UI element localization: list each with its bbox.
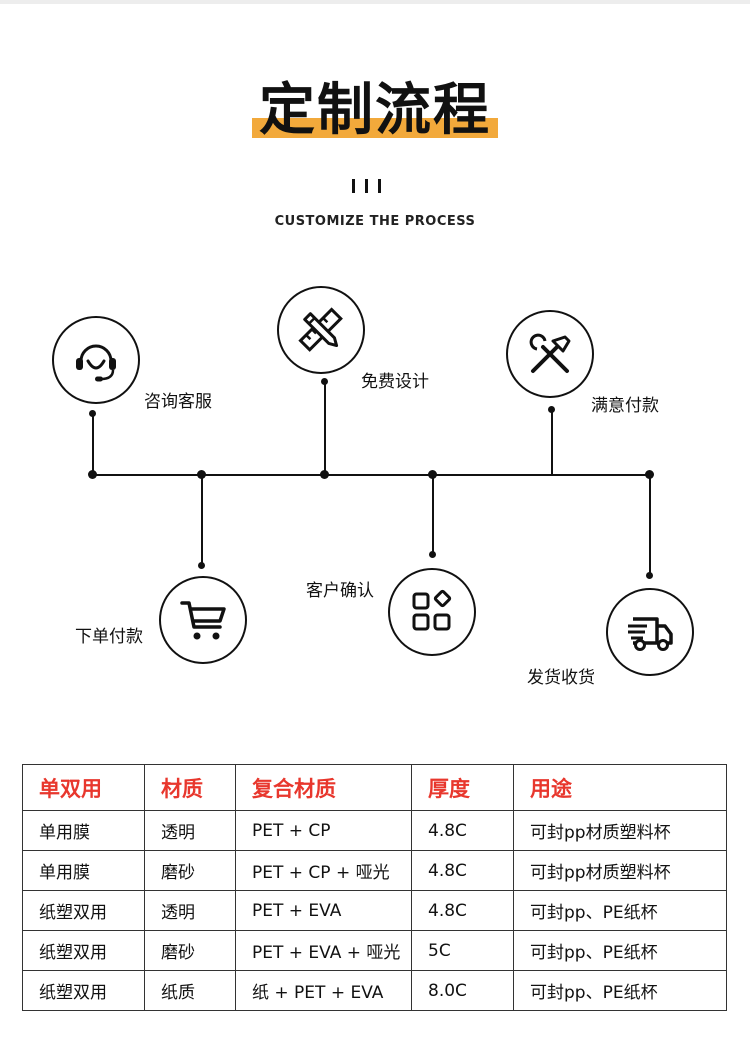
- timeline-bus: [93, 474, 650, 476]
- step-design-circle: [277, 286, 365, 374]
- material-spec-table: 单双用 材质 复合材质 厚度 用途 单用膜 透明 PET + CP 4.8C 可…: [22, 764, 727, 1011]
- table-cell: 纸 + PET + EVA: [235, 970, 412, 1011]
- column-header-composite: 复合材质: [235, 764, 412, 811]
- step-design-label: 免费设计: [361, 372, 429, 392]
- column-header-material: 材质: [144, 764, 236, 811]
- table-cell: 可封pp材质塑料杯: [513, 850, 727, 891]
- table-cell: 单用膜: [22, 810, 145, 851]
- connector-step1: [92, 414, 94, 475]
- stem-end-dot: [321, 378, 328, 385]
- junction-dot: [320, 470, 329, 479]
- table-cell: 可封pp、PE纸杯: [513, 930, 727, 971]
- table-cell: 透明: [144, 890, 236, 931]
- stem-end-dot: [548, 406, 555, 413]
- title-separator-bars: [352, 179, 382, 193]
- table-cell: 4.8C: [411, 890, 514, 931]
- step-payment-label: 满意付款: [591, 396, 659, 416]
- title-block: 定制流程: [0, 78, 750, 148]
- step-shipping-label: 发货收货: [527, 668, 595, 688]
- table-cell: 透明: [144, 810, 236, 851]
- step-order-label: 下单付款: [75, 627, 143, 647]
- table-cell: PET + EVA + 哑光: [235, 930, 412, 971]
- table-cell: PET + CP + 哑光: [235, 850, 412, 891]
- connector-step2: [201, 475, 203, 565]
- junction-dot: [88, 470, 97, 479]
- table-cell: PET + EVA: [235, 890, 412, 931]
- table-cell: 纸塑双用: [22, 930, 145, 971]
- top-divider: [0, 0, 750, 4]
- table-cell: 磨砂: [144, 850, 236, 891]
- delivery-truck-icon: [628, 617, 673, 651]
- column-header-usage-type: 单双用: [22, 764, 145, 811]
- junction-dot: [197, 470, 206, 479]
- table-cell: 8.0C: [411, 970, 514, 1011]
- table-cell: 4.8C: [411, 850, 514, 891]
- connector-step3: [324, 382, 326, 475]
- table-cell: 可封pp、PE纸杯: [513, 970, 727, 1011]
- stem-end-dot: [89, 410, 96, 417]
- table-row: 纸塑双用 透明 PET + EVA 4.8C 可封pp、PE纸杯: [22, 890, 727, 931]
- table-row: 纸塑双用 纸质 纸 + PET + EVA 8.0C 可封pp、PE纸杯: [22, 970, 727, 1011]
- page-title: 定制流程: [259, 78, 491, 143]
- table-cell: 5C: [411, 930, 514, 971]
- stem-end-dot: [646, 572, 653, 579]
- column-header-purpose: 用途: [513, 764, 727, 811]
- headset-icon: [76, 344, 116, 382]
- title-highlight: [252, 118, 498, 138]
- table-row: 纸塑双用 磨砂 PET + EVA + 哑光 5C 可封pp、PE纸杯: [22, 930, 727, 971]
- table-row: 单用膜 透明 PET + CP 4.8C 可封pp材质塑料杯: [22, 810, 727, 851]
- page-subtitle: CUSTOMIZE THE PROCESS: [274, 214, 476, 229]
- step-payment-circle: [506, 310, 594, 398]
- junction-dot: [428, 470, 437, 479]
- table-cell: PET + CP: [235, 810, 412, 851]
- table-header-row: 单双用 材质 复合材质 厚度 用途: [22, 764, 727, 811]
- connector-step5: [551, 410, 553, 475]
- step-confirm-circle: [388, 568, 476, 656]
- ruler-pencil-icon: [298, 307, 343, 352]
- table-cell: 可封pp材质塑料杯: [513, 810, 727, 851]
- table-cell: 4.8C: [411, 810, 514, 851]
- apps-grid-icon: [412, 589, 452, 631]
- table-cell: 纸质: [144, 970, 236, 1011]
- step-consult-label: 咨询客服: [144, 392, 212, 412]
- table-cell: 磨砂: [144, 930, 236, 971]
- tools-icon: [529, 333, 571, 373]
- table-cell: 可封pp、PE纸杯: [513, 890, 727, 931]
- table-cell: 单用膜: [22, 850, 145, 891]
- step-confirm-label: 客户确认: [306, 581, 374, 601]
- step-shipping-circle: [606, 588, 694, 676]
- table-cell: 纸塑双用: [22, 970, 145, 1011]
- connector-step6: [649, 475, 651, 575]
- stem-end-dot: [198, 562, 205, 569]
- stem-end-dot: [429, 551, 436, 558]
- table-row: 单用膜 磨砂 PET + CP + 哑光 4.8C 可封pp材质塑料杯: [22, 850, 727, 891]
- column-header-thickness: 厚度: [411, 764, 514, 811]
- junction-dot: [645, 470, 654, 479]
- step-consult-circle: [52, 316, 140, 404]
- table-cell: 纸塑双用: [22, 890, 145, 931]
- step-order-circle: [159, 576, 247, 664]
- connector-step4: [432, 475, 434, 555]
- shopping-cart-icon: [180, 601, 226, 640]
